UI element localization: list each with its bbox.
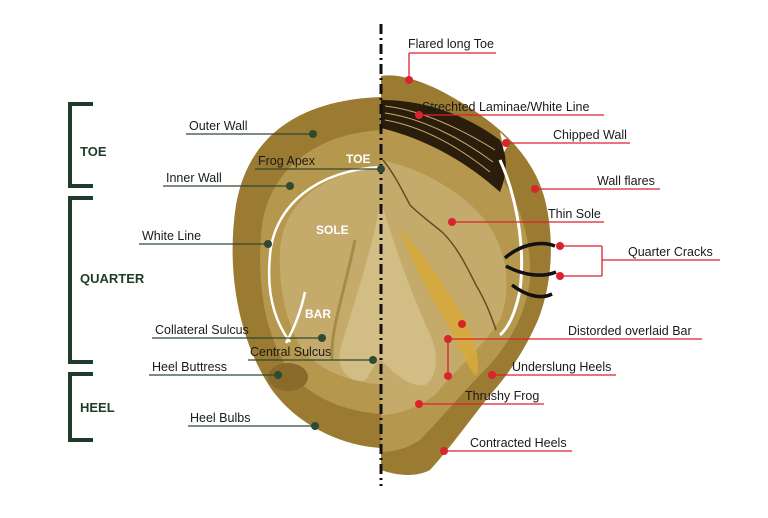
problem-hoof-half [381,75,557,475]
label-flared-long-toe: Flared long Toe [408,37,494,51]
callout-heel-buttress [149,371,282,379]
label-central-sulcus: Central Sulcus [250,345,331,359]
label-distorted-bar: Distorded overlaid Bar [568,324,692,338]
laminae-striations [384,105,496,173]
inner-label-sole: SOLE [316,223,349,237]
callout-outer-wall [186,130,317,138]
quarter-crack-marks [503,241,557,299]
zone-label-heel: HEEL [80,400,115,415]
callout-thin-sole [448,218,604,226]
callout-frog-apex [255,165,385,173]
inner-label-toe: TOE [346,152,370,166]
callout-white-line [139,240,272,248]
heel-buttress-shape [268,363,308,391]
label-thrushy-frog: Thrushy Frog [465,389,539,403]
callout-chipped-wall [502,139,630,147]
frog-shape [339,200,381,381]
label-contracted-heels: Contracted Heels [470,436,567,450]
zone-label-quarter: QUARTER [80,271,145,286]
label-quarter-cracks: Quarter Cracks [628,245,713,259]
callout-stretched-laminae [415,111,604,119]
callout-underslung-heels [488,371,616,379]
callout-heel-bulbs [188,422,319,430]
label-outer-wall: Outer Wall [189,119,248,133]
label-heel-buttress: Heel Buttress [152,360,227,374]
callout-thrushy-frog [415,400,544,408]
label-stretched-laminae: Strechted Laminae/White Line [422,100,590,114]
toe-bracket [68,102,93,188]
healthy-callouts [139,130,385,430]
stretched-white-line [498,159,524,337]
callout-quarter-cracks [556,242,720,280]
zone-brackets [68,102,93,442]
problem-callouts [405,52,720,455]
callout-distorted-bar [444,320,702,380]
label-thin-sole: Thin Sole [548,207,601,221]
quarter-bracket [68,196,93,364]
label-heel-bulbs: Heel Bulbs [190,411,250,425]
callout-contracted-heels [440,447,572,455]
heel-bracket [68,372,93,442]
callout-wall-flares [531,185,660,193]
collateral-sulcus-shape [330,239,357,361]
callout-flared-long-toe [405,52,496,84]
label-inner-wall: Inner Wall [166,171,222,185]
inner-label-bar: BAR [305,307,331,321]
distorted-frog-shape [381,200,436,386]
label-chipped-wall: Chipped Wall [553,128,627,142]
label-wall-flares: Wall flares [597,174,655,188]
callout-collateral-sulcus [152,334,326,342]
label-white-line: White Line [142,229,201,243]
laminae-shape [381,100,506,192]
callout-central-sulcus [248,356,377,364]
thin-sole-outline [382,159,497,331]
label-collateral-sulcus: Collateral Sulcus [155,323,249,337]
label-frog-apex: Frog Apex [258,154,316,168]
callout-inner-wall [163,182,294,190]
zone-label-toe: TOE [80,144,107,159]
label-underslung-heels: Underslung Heels [512,360,611,374]
healthy-hoof-half [232,97,381,448]
